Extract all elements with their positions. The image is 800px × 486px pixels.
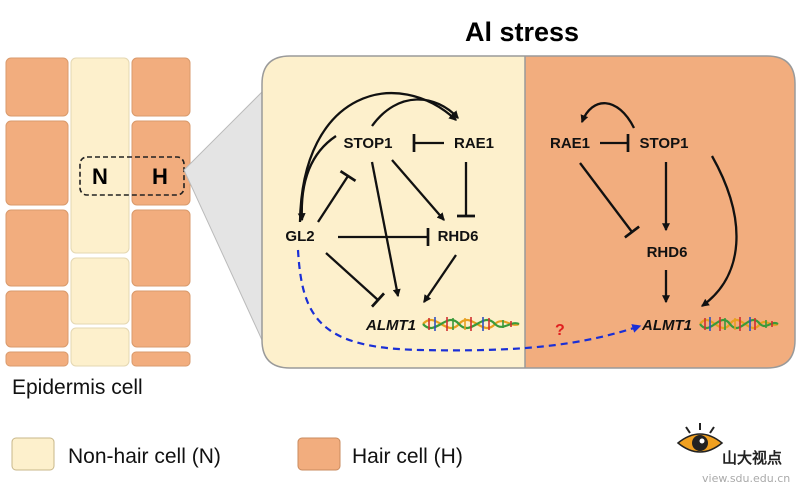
dna-icon — [699, 317, 779, 331]
logo-text: 山大视点 — [722, 449, 782, 467]
stop1-label-nonhair: STOP1 — [344, 135, 393, 152]
edge-gl2-inhibits-almt1 — [325, 252, 386, 308]
edge-stop1-to-gl2 — [297, 135, 337, 222]
rae1-label-nonhair: RAE1 — [454, 135, 494, 152]
rae1-label-hair: RAE1 — [550, 135, 590, 152]
epidermis-tissue: N H — [5, 57, 191, 367]
edge-stop1-to-almt1-hair — [701, 155, 738, 307]
legend-swatch-non-hair — [11, 437, 55, 471]
edge-stop1-to-rhd6 — [391, 159, 445, 221]
edge-rae1-inhibits-rhd6-hair — [579, 162, 640, 239]
stop1-label-hair: STOP1 — [640, 135, 689, 152]
gl2-label: GL2 — [285, 228, 314, 245]
edge-stop1-to-almt1 — [370, 161, 401, 298]
non-hair-network: STOP1 RAE1 GL2 RHD6 ALMT1 — [285, 91, 520, 334]
almt1-label-nonhair: ALMT1 — [365, 317, 416, 334]
diagram-title: Al stress — [465, 17, 579, 47]
eye-logo-icon — [676, 423, 724, 453]
edge-stop1-to-rae1-hair — [580, 102, 636, 129]
legend-label-non-hair: Non-hair cell (N) — [68, 445, 221, 468]
epidermis-label: Epidermis cell — [12, 376, 143, 399]
edge-gl2-inhibits-stop1 — [317, 169, 357, 223]
zoom-panel — [261, 55, 796, 369]
hair-cell-marker: H — [152, 164, 168, 189]
legend-label-hair: Hair cell (H) — [352, 445, 463, 468]
watermark-url: view.sdu.edu.cn — [702, 472, 790, 485]
edge-stop1-to-rae1 — [371, 98, 459, 127]
zoom-selection-box — [79, 156, 185, 196]
dna-icon — [422, 317, 520, 331]
rhd6-label-hair: RHD6 — [647, 244, 688, 261]
edge-rhd6-to-almt1 — [423, 254, 457, 303]
hair-network: RAE1 STOP1 RHD6 ALMT1 — [550, 102, 779, 334]
rhd6-label-nonhair: RHD6 — [438, 228, 479, 245]
non-hair-panel — [262, 56, 525, 368]
legend: Non-hair cell (N) Hair cell (H) — [11, 437, 463, 471]
non-hair-cell-marker: N — [92, 164, 108, 189]
unknown-link-question-mark: ? — [555, 322, 565, 339]
gl2-to-almt1-hair-dashed-link — [296, 249, 642, 352]
almt1-label-hair: ALMT1 — [641, 317, 692, 334]
zoom-wedge — [183, 90, 263, 341]
hair-panel — [525, 56, 795, 368]
legend-swatch-hair — [297, 437, 341, 471]
site-logo: 山大视点 view.sdu.edu.cn — [676, 423, 790, 485]
